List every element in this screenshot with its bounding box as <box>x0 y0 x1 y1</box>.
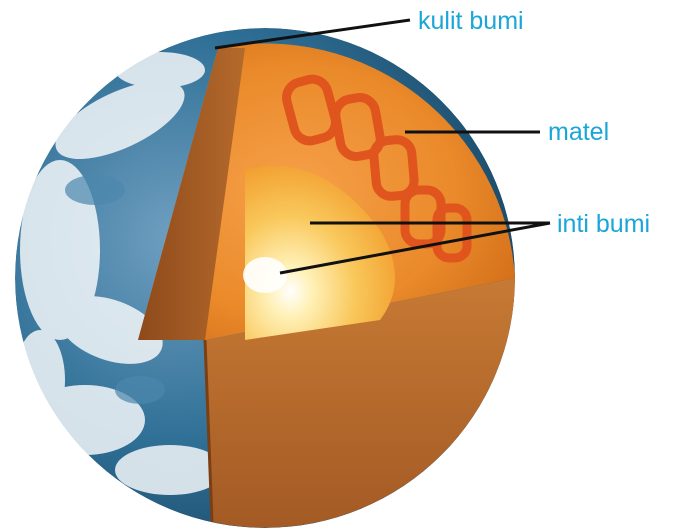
core-label: inti bumi <box>557 210 650 238</box>
mantle-label: matel <box>548 118 609 146</box>
earth-globe <box>15 28 515 528</box>
crust-label: kulit bumi <box>418 7 524 35</box>
inner-core <box>243 257 287 293</box>
